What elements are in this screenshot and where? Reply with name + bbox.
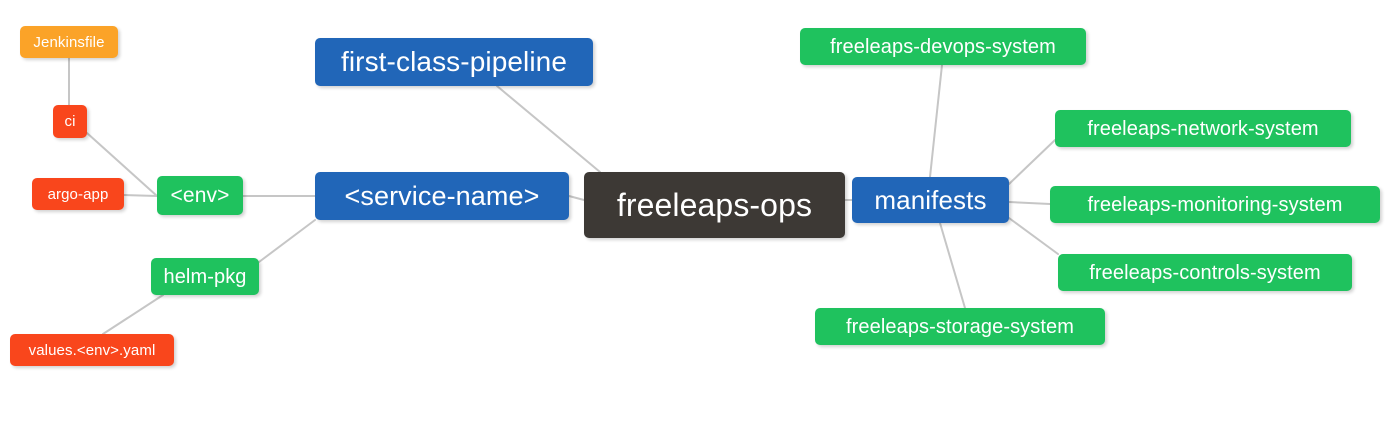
edge-service-name-to-helm-pkg: [258, 219, 316, 263]
edge-manifests-to-network-sys: [1008, 139, 1056, 185]
node-values-yaml[interactable]: values.<env>.yaml: [10, 334, 174, 366]
edge-service-name-to-freeleaps-ops: [568, 195, 585, 201]
node-devops-sys[interactable]: freeleaps-devops-system: [800, 28, 1086, 65]
node-env[interactable]: <env>: [157, 176, 243, 215]
node-ci[interactable]: ci: [53, 105, 87, 138]
node-storage-sys[interactable]: freeleaps-storage-system: [815, 308, 1105, 345]
node-jenkinsfile[interactable]: Jenkinsfile: [20, 26, 118, 58]
node-freeleaps-ops[interactable]: freeleaps-ops: [584, 172, 845, 238]
node-first-class[interactable]: first-class-pipeline: [315, 38, 593, 86]
node-service-name[interactable]: <service-name>: [315, 172, 569, 220]
edge-helm-pkg-to-values-yaml: [102, 294, 164, 335]
edge-manifests-to-devops-sys: [929, 64, 943, 178]
node-network-sys[interactable]: freeleaps-network-system: [1055, 110, 1351, 147]
node-controls-sys[interactable]: freeleaps-controls-system: [1058, 254, 1352, 291]
node-argo-app[interactable]: argo-app: [32, 178, 124, 210]
edge-manifests-to-monitoring-sys: [1008, 201, 1051, 205]
edge-manifests-to-controls-sys: [1008, 217, 1059, 255]
node-helm-pkg[interactable]: helm-pkg: [151, 258, 259, 295]
edge-argo-app-to-env: [123, 194, 158, 197]
edge-first-class-to-freeleaps-ops: [496, 85, 601, 173]
edge-manifests-to-storage-sys: [939, 222, 966, 309]
node-manifests[interactable]: manifests: [852, 177, 1009, 223]
node-monitoring-sys[interactable]: freeleaps-monitoring-system: [1050, 186, 1380, 223]
